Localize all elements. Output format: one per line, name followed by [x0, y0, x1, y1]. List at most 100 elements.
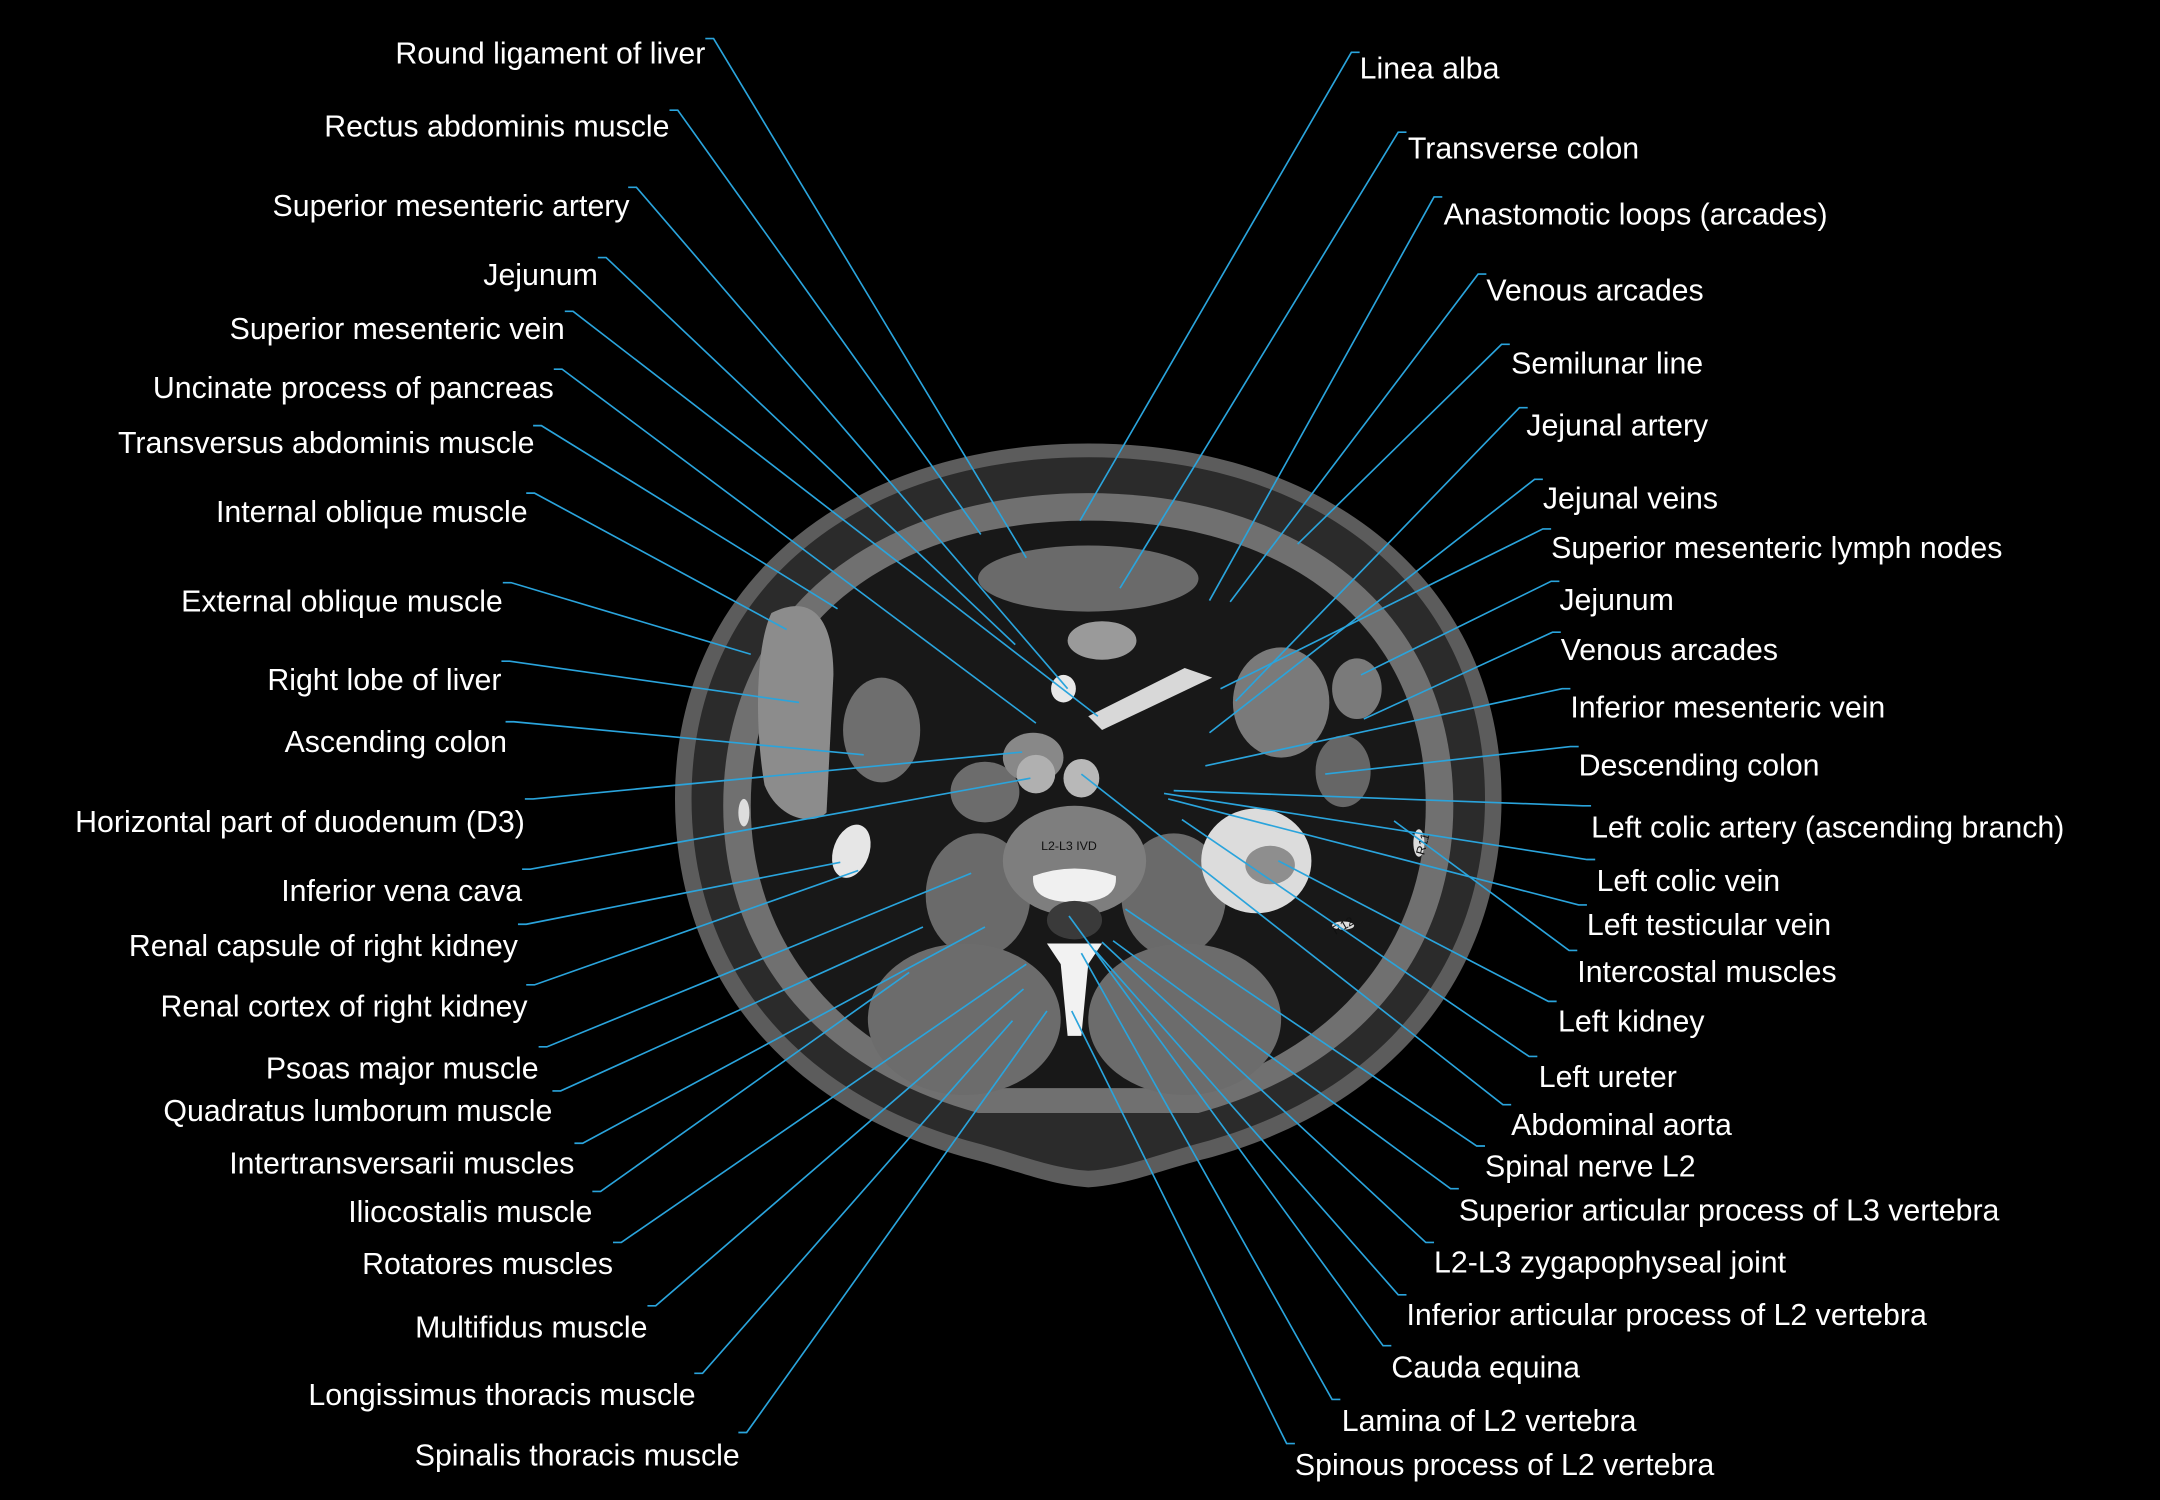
label-right-9: Venous arcades	[1561, 634, 1778, 667]
leader-line-left-11	[524, 751, 1023, 800]
duodenum	[950, 761, 1020, 823]
label-left-9: Right lobe of liver	[267, 664, 501, 697]
leader-line-left-5	[553, 368, 1037, 724]
right-rib	[738, 798, 750, 827]
label-left-11: Horizontal part of duodenum (D3)	[75, 806, 525, 839]
label-right-18: Abdominal aorta	[1511, 1109, 1732, 1142]
label-left-7: Internal oblique muscle	[216, 496, 528, 529]
right-kidney	[832, 824, 871, 878]
leader-line-left-0	[705, 37, 1027, 559]
label-right-14: Left testicular vein	[1587, 909, 1831, 942]
leader-line-left-6	[533, 424, 838, 610]
leader-line-right-14	[1167, 798, 1587, 906]
label-left-4: Superior mesenteric vein	[230, 313, 565, 346]
left-renal-pelvis	[1245, 845, 1295, 885]
label-right-5: Jejunal artery	[1526, 409, 1709, 442]
label-right-23: Cauda equina	[1391, 1351, 1580, 1384]
leader-line-left-21	[694, 1020, 1014, 1375]
leader-line-left-17	[574, 926, 986, 1145]
smv	[1088, 668, 1213, 731]
label-right-25: Spinous process of L2 vertebra	[1295, 1449, 1715, 1482]
leader-line-right-25	[1070, 1010, 1295, 1445]
aorta	[1063, 758, 1100, 798]
leader-line-right-8	[1360, 580, 1560, 676]
jejunum-loop	[1067, 621, 1137, 660]
label-right-12: Left colic artery (ascending branch)	[1591, 811, 2064, 844]
label-right-11: Descending colon	[1579, 749, 1820, 782]
leader-line-right-2	[1208, 196, 1443, 601]
right-paraspinal	[867, 943, 1061, 1096]
leader-line-left-22	[738, 1010, 1048, 1434]
label-left-18: Iliocostalis muscle	[348, 1196, 592, 1229]
label-left-16: Quadratus lumborum muscle	[163, 1095, 552, 1128]
leader-line-right-16	[1277, 860, 1557, 1003]
label-right-8: Jejunum	[1559, 584, 1674, 617]
label-left-12: Inferior vena cava	[281, 875, 522, 908]
label-right-2: Anastomotic loops (arcades)	[1444, 199, 1828, 232]
leader-line-right-20	[1112, 940, 1459, 1190]
leader-line-left-8	[502, 581, 752, 656]
leader-line-left-3	[597, 256, 1016, 646]
label-right-15: Intercostal muscles	[1577, 956, 1836, 989]
leader-line-left-9	[501, 660, 800, 704]
leader-line-left-13	[517, 861, 841, 926]
left-psoas	[1121, 833, 1227, 958]
label-left-20: Multifidus muscle	[415, 1311, 647, 1344]
leader-lines	[501, 37, 1596, 1445]
label-left-1: Rectus abdominis muscle	[324, 110, 669, 143]
leader-line-right-3	[1229, 273, 1487, 603]
disc-level-label: L2-L3 IVD	[1041, 839, 1097, 853]
leader-line-left-4	[564, 310, 1099, 717]
leader-line-right-4	[1297, 343, 1510, 545]
leader-line-right-11	[1325, 745, 1579, 775]
leader-line-left-14	[526, 869, 859, 986]
leader-line-left-16	[552, 926, 924, 1092]
label-left-14: Renal cortex of right kidney	[160, 991, 528, 1024]
leader-line-right-17	[1181, 818, 1538, 1058]
leader-line-right-21	[1101, 941, 1435, 1244]
leader-line-right-1	[1119, 131, 1407, 589]
label-right-1: Transverse colon	[1408, 132, 1639, 165]
label-left-5: Uncinate process of pancreas	[153, 372, 554, 405]
label-left-19: Rotatores muscles	[362, 1248, 613, 1281]
leader-line-left-20	[647, 988, 1025, 1307]
ascending-colon	[843, 677, 921, 783]
leader-line-right-5	[1235, 406, 1528, 702]
rib-11	[1413, 829, 1425, 857]
jejunum-loop-2	[1332, 658, 1382, 720]
ivc	[1016, 754, 1056, 794]
leader-line-left-18	[592, 971, 910, 1193]
label-left-6: Transversus abdominis muscle	[118, 427, 534, 460]
leader-line-right-23	[1068, 915, 1392, 1347]
label-left-13: Renal capsule of right kidney	[129, 930, 519, 963]
leader-line-left-19	[613, 963, 1027, 1244]
label-right-4: Semilunar line	[1511, 347, 1703, 380]
label-right-20: Superior articular process of L3 vertebr…	[1459, 1194, 2000, 1227]
label-left-17: Intertransversarii muscles	[229, 1148, 574, 1181]
leader-line-right-9	[1363, 631, 1561, 720]
label-right-13: Left colic vein	[1597, 865, 1781, 898]
leader-line-right-15	[1393, 820, 1578, 952]
leader-line-right-22	[1094, 949, 1407, 1296]
leader-line-left-2	[628, 186, 1069, 690]
leader-line-right-6	[1208, 478, 1543, 734]
leader-line-left-1	[669, 109, 982, 535]
label-right-3: Venous arcades	[1486, 274, 1703, 307]
label-left-3: Jejunum	[483, 259, 598, 292]
label-left-0: Round ligament of liver	[395, 37, 705, 70]
label-right-17: Left ureter	[1539, 1061, 1677, 1094]
leader-line-left-7	[526, 492, 787, 631]
label-right-16: Left kidney	[1558, 1006, 1705, 1039]
endplate	[1033, 868, 1116, 903]
leader-line-right-19	[1124, 908, 1485, 1147]
label-right-19: Spinal nerve L2	[1485, 1150, 1696, 1183]
right-liver-lobe	[757, 606, 834, 820]
label-right-21: L2-L3 zygapophyseal joint	[1434, 1247, 1787, 1280]
jejunum-left	[1232, 647, 1330, 758]
leader-line-right-10	[1205, 687, 1571, 767]
label-right-7: Superior mesenteric lymph nodes	[1551, 532, 2002, 565]
spinal-canal	[1046, 900, 1103, 940]
spinous-process	[1046, 943, 1103, 1036]
label-left-22: Spinalis thoracis muscle	[415, 1440, 740, 1473]
